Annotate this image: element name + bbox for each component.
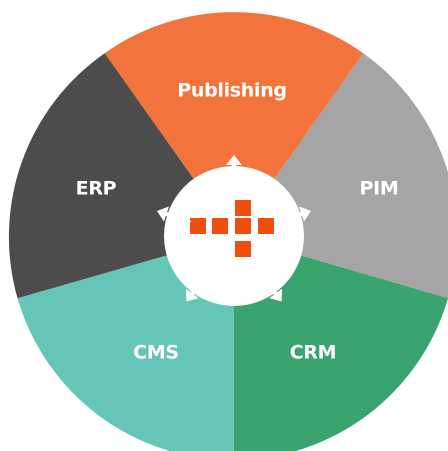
logo-square-center	[235, 218, 251, 234]
logo-square-top	[235, 200, 251, 216]
arrow-head-outward	[156, 206, 169, 222]
hub-arrows	[156, 155, 312, 302]
arrow-head-inward	[226, 181, 242, 191]
double-headed-arrow-icon-cms	[185, 272, 209, 302]
plus-shaped-square-cluster-icon	[190, 200, 274, 257]
arrow-head-outward	[185, 288, 199, 302]
segment-label-cms: CMS	[133, 342, 179, 364]
logo-square-center-left	[212, 218, 228, 234]
logo-square-bottom	[235, 241, 251, 257]
segment-label-publishing: Publishing	[177, 80, 287, 102]
segment-crm	[234, 236, 448, 451]
arrow-head-inward	[195, 272, 209, 286]
double-headed-arrow-icon-crm	[259, 272, 283, 302]
arrow-shaft	[163, 211, 185, 222]
double-headed-arrow-icon-erp	[156, 206, 192, 227]
segment-publishing	[104, 12, 364, 237]
segment-cms	[17, 236, 234, 451]
arrow-shaft	[283, 211, 305, 222]
logo-square-left	[190, 218, 206, 234]
arrow-head-inward	[179, 211, 192, 227]
double-headed-arrow-icon-publishing	[226, 155, 242, 191]
arrow-head-inward	[276, 211, 289, 227]
arrow-shaft	[189, 277, 205, 297]
segment-label-erp: ERP	[76, 178, 117, 200]
segment-labels: Publishing PIM CRM CMS ERP	[76, 80, 399, 364]
arrow-shaft	[263, 277, 279, 297]
arrow-head-outward	[269, 288, 283, 302]
logo-square-right	[258, 218, 274, 234]
segment-label-crm: CRM	[290, 342, 337, 364]
arrow-head-inward	[259, 272, 273, 286]
segment-label-pim: PIM	[359, 178, 398, 200]
arrow-head-outward	[226, 155, 242, 165]
hub-circle	[164, 166, 304, 306]
double-headed-arrow-icon-pim	[276, 206, 312, 227]
arrow-head-outward	[299, 206, 312, 222]
